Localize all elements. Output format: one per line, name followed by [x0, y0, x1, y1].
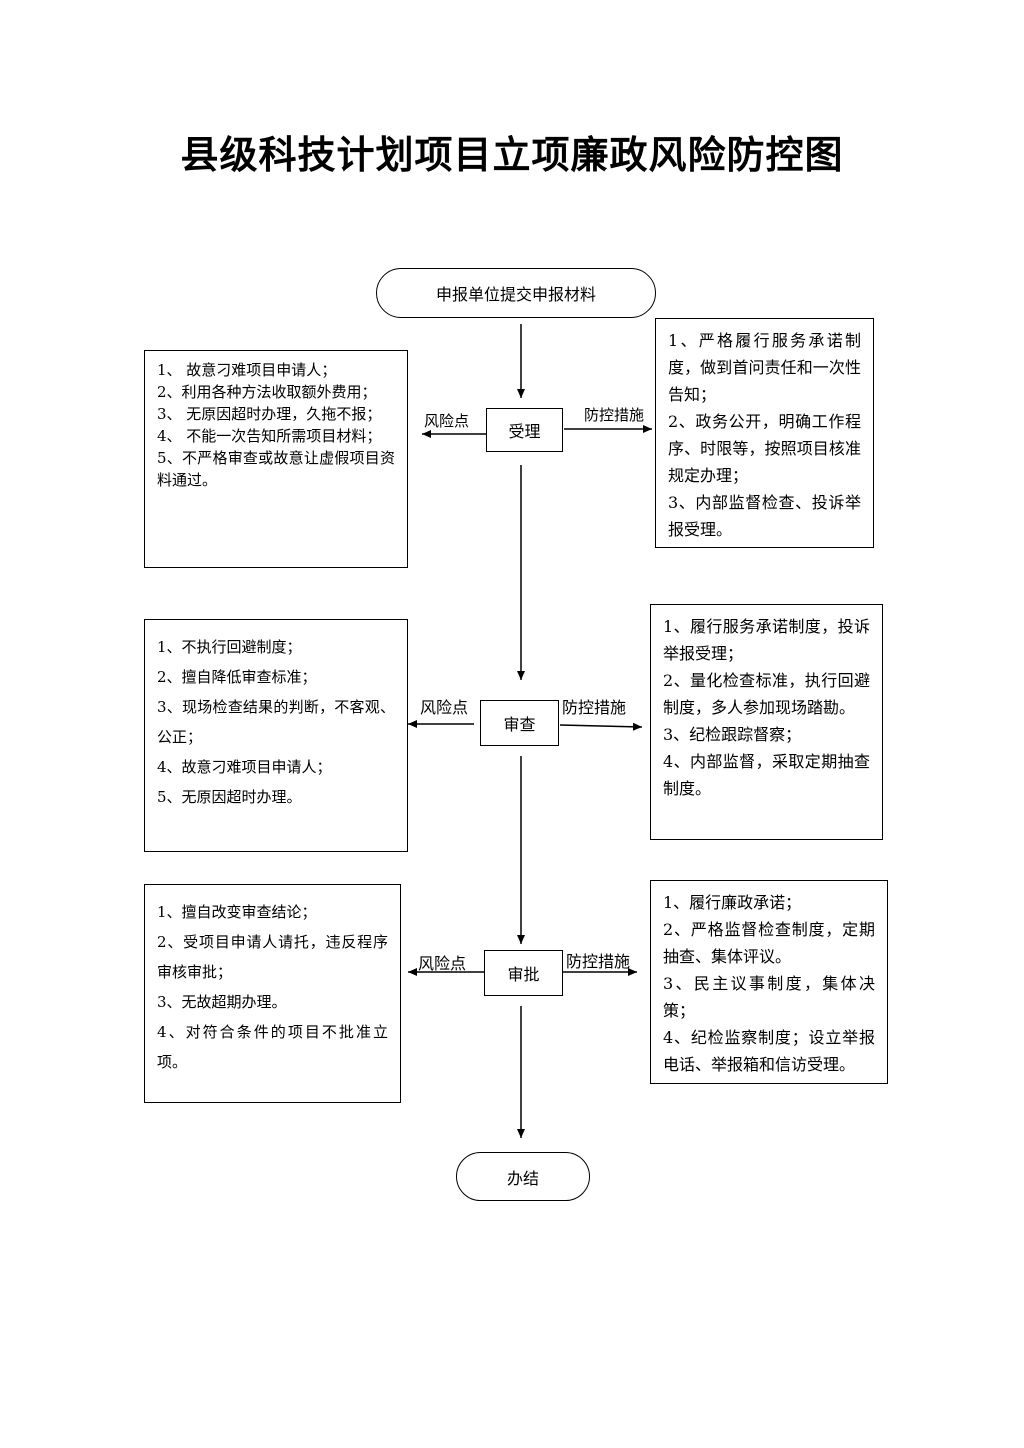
- measure-box-review: 1、履行服务承诺制度，投诉举报受理； 2、量化检查标准，执行回避制度，多人参加现…: [650, 604, 883, 840]
- measure-item: 1、履行廉政承诺；: [663, 893, 802, 912]
- measure-label-approve: 防控措施: [566, 952, 631, 971]
- measure-item: 3、民主议事制度，集体决策；: [663, 974, 875, 1020]
- risk-item: 1、不执行回避制度；: [157, 638, 302, 656]
- risk-item: 4、故意刁难项目申请人；: [157, 758, 332, 776]
- step-accept-node: 受理: [486, 408, 563, 452]
- measure-item: 1、严格履行服务承诺制度，做到首问责任和一次性告知；: [668, 331, 861, 404]
- measure-item: 2、量化检查标准，执行回避制度，多人参加现场踏勘。: [663, 671, 870, 717]
- risk-label-accept: 风险点: [424, 412, 470, 430]
- risk-box-approve: 1、擅自改变审查结论； 2、受项目申请人请托，违反程序审核审批； 3、无故超期办…: [144, 884, 401, 1103]
- risk-item: 2、擅自降低审查标准；: [157, 668, 317, 686]
- risk-item: 4、对符合条件的项目不批准立项。: [157, 1023, 388, 1071]
- measure-box-accept: 1、严格履行服务承诺制度，做到首问责任和一次性告知； 2、政务公开，明确工作程序…: [655, 318, 874, 548]
- arrow-review-measure: [559, 722, 643, 731]
- risk-item: 1、 故意刁难项目申请人；: [157, 361, 337, 379]
- measure-item: 2、政务公开，明确工作程序、时限等，按照项目核准规定办理；: [668, 412, 861, 485]
- risk-label-review: 风险点: [420, 698, 469, 717]
- risk-item: 2、受项目申请人请托，违反程序审核审批；: [157, 933, 388, 981]
- risk-item: 4、 不能一次告知所需项目材料；: [157, 427, 382, 445]
- measure-item: 4、内部监督，采取定期抽查制度。: [663, 752, 870, 798]
- measure-label-review: 防控措施: [562, 698, 627, 717]
- measure-box-approve: 1、履行廉政承诺； 2、严格监督检查制度，定期抽查、集体评议。 3、民主议事制度…: [650, 880, 888, 1084]
- step-approve-node: 审批: [484, 950, 563, 996]
- risk-item: 3、无故超期办理。: [157, 993, 287, 1011]
- measure-item: 4、纪检监察制度；设立举报电话、举报箱和信访受理。: [663, 1028, 875, 1074]
- risk-item: 2、利用各种方法收取额外费用；: [157, 383, 377, 401]
- risk-box-accept: 1、 故意刁难项目申请人； 2、利用各种方法收取额外费用； 3、 无原因超时办理…: [144, 350, 408, 568]
- risk-item: 3、现场检查结果的判断，不客观、公正；: [157, 698, 395, 746]
- measure-item: 3、内部监督检查、投诉举报受理。: [668, 493, 861, 539]
- risk-item: 5、不严格审查或故意让虚假项目资料通过。: [157, 449, 395, 489]
- risk-item: 5、无原因超时办理。: [157, 788, 302, 806]
- risk-item: 3、 无原因超时办理，久拖不报；: [157, 405, 382, 423]
- step-review-node: 审查: [480, 700, 559, 746]
- start-node: 申报单位提交申报材料: [376, 268, 656, 318]
- measure-item: 1、履行服务承诺制度，投诉举报受理；: [663, 617, 870, 663]
- page-title: 县级科技计划项目立项廉政风险防控图: [180, 133, 844, 177]
- measure-item: 2、严格监督检查制度，定期抽查、集体评议。: [663, 920, 875, 966]
- measure-label-accept: 防控措施: [584, 406, 645, 424]
- risk-item: 1、擅自改变审查结论；: [157, 903, 317, 921]
- risk-label-approve: 风险点: [418, 954, 467, 973]
- end-node: 办结: [456, 1152, 590, 1201]
- measure-item: 3、纪检跟踪督察；: [663, 725, 802, 744]
- risk-box-review: 1、不执行回避制度； 2、擅自降低审查标准； 3、现场检查结果的判断，不客观、公…: [144, 619, 408, 852]
